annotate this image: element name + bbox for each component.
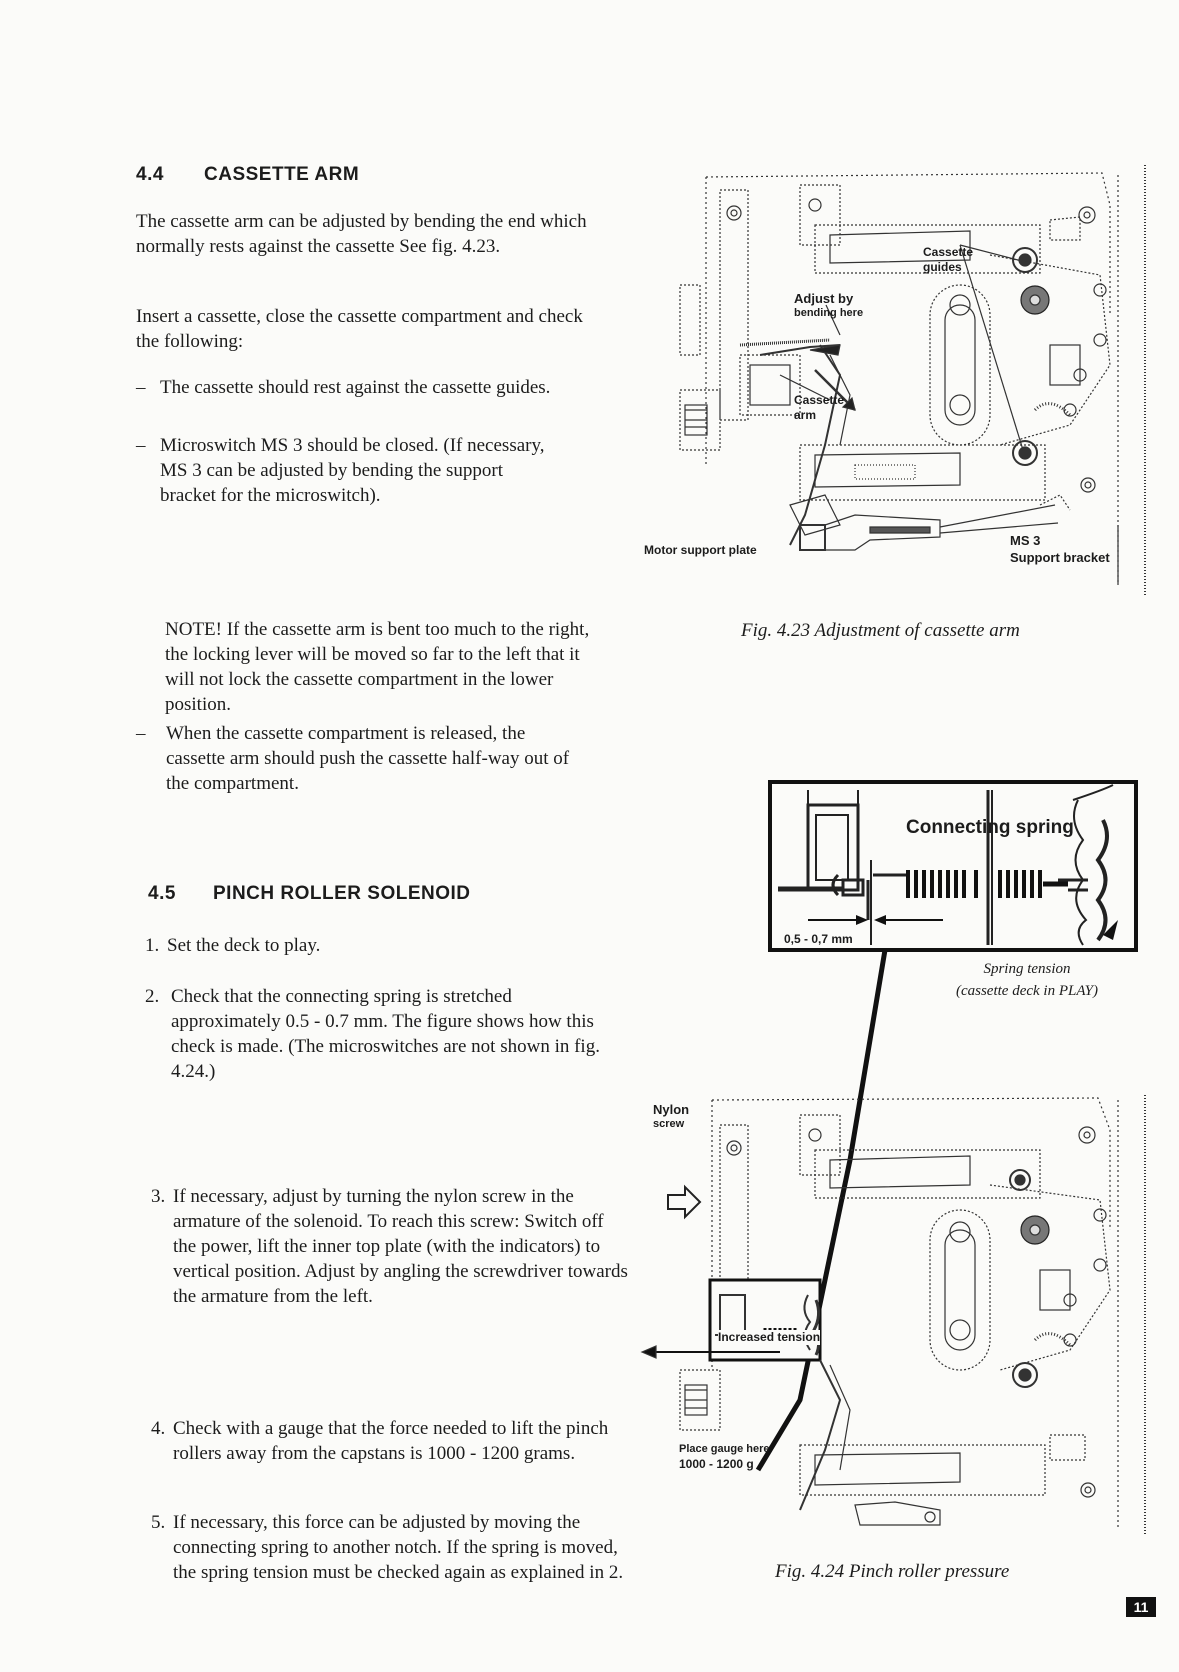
label-support-bracket: Support bracket [1010,550,1110,565]
note-paragraph: NOTE! If the cassette arm is bent too mu… [165,619,590,715]
step-number: 1. [145,935,160,956]
section-4-5-heading: 4.5 PINCH ROLLER SOLENOID [148,883,471,905]
label-increased-tension: Increased tension [718,1330,821,1345]
label-ms3: MS 3 [1010,533,1041,548]
fig-4-24-caption: Fig. 4.24 Pinch roller pressure [775,1561,1010,1582]
check-item-text: Microswitch MS 3 should be closed. (If n… [160,435,545,506]
step-4: 4. Check with a gauge that the force nee… [151,1416,641,1491]
bullet-mark: – [136,377,146,398]
step-text: Check with a gauge that the force needed… [173,1418,609,1464]
label-motor-support-plate: Motor support plate [644,543,757,557]
check-item-text: When the cassette compartment is release… [166,723,570,794]
step-number: 4. [151,1418,166,1439]
step-text: If necessary, adjust by turning the nylo… [173,1186,628,1307]
section-title: PINCH ROLLER SOLENOID [213,883,471,904]
step-number: 5. [151,1512,166,1533]
step-number: 3. [151,1186,166,1207]
step-text: Set the deck to play. [167,935,321,956]
label-adjust-bending: Adjust by bending here [794,291,864,319]
step-1: 1. Set the deck to play. [145,933,625,959]
fig-4-23-caption: Fig. 4.23 Adjustment of cassette arm [741,620,1020,641]
step-text: Check that the connecting spring is stre… [171,986,600,1082]
step-number: 2. [145,986,160,1007]
step-text: If necessary, this force can be adjusted… [173,1512,624,1583]
bullet-mark: – [136,435,146,456]
step-5: 5. If necessary, this force can be adjus… [151,1510,651,1610]
section-number: 4.5 [148,883,176,904]
label-cassette-guides: Cassette guides [923,245,974,274]
check-item-release: – When the cassette compartment is relea… [136,721,606,796]
fig-4-24-drawing [640,949,1146,1535]
label-nylon-screw: Nylon screw [653,1102,690,1130]
section-4-4-heading: 4.4 CASSETTE ARM [136,164,359,186]
check-item-2: – Microswitch MS 3 should be closed. (If… [136,433,606,508]
check-item-1: – The cassette should rest against the c… [136,375,606,425]
step-2: 2. Check that the connecting spring is s… [145,984,635,1084]
label-cassette-arm: Cassette arm [794,393,845,422]
cassette-arm-instruction: Insert a cassette, close the cassette co… [136,306,583,352]
page-number: 11 [1126,1597,1156,1617]
inset-measurement: 0,5 - 0,7 mm [784,932,853,946]
check-item-text: The cassette should rest against the cas… [160,377,551,398]
spring-inset-drawing [768,780,1138,952]
label-place-gauge: Place gauge here 1000 - 1200 g [679,1443,770,1471]
section-title: CASSETTE ARM [204,164,360,185]
section-number: 4.4 [136,164,164,185]
inset-caption-spring-tension: Spring tension (cassette deck in PLAY) [955,961,1099,999]
fig-4-23-drawing [679,165,1146,595]
bullet-mark: – [136,723,146,744]
step-3: 3. If necessary, adjust by turning the n… [151,1184,641,1334]
inset-title-connecting-spring: Connecting spring [906,817,1074,838]
cassette-arm-intro: The cassette arm can be adjusted by bend… [136,211,587,257]
